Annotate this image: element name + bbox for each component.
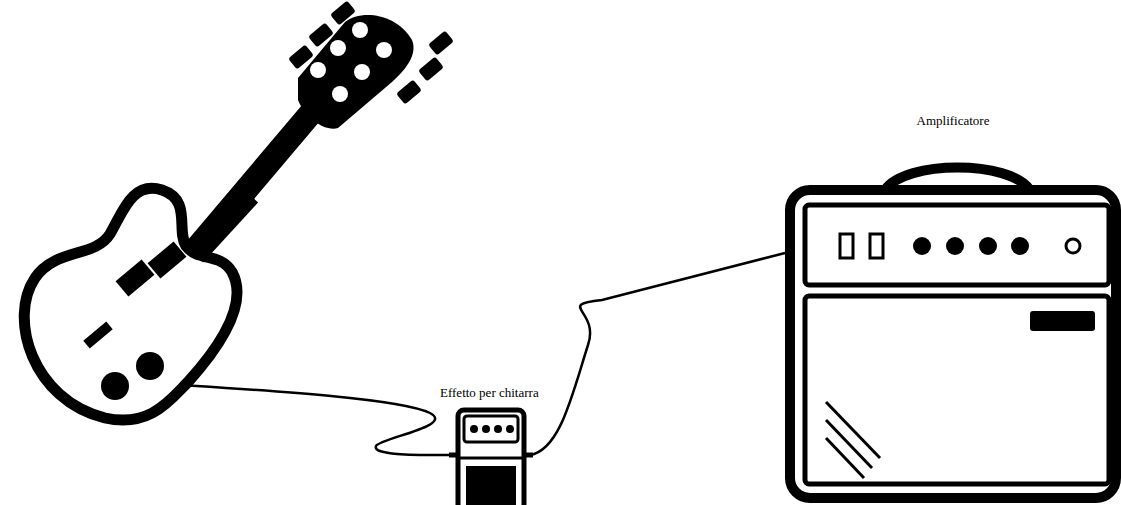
node-label: Amplificatore [785,113,1121,129]
node-label: Effetto per chitarra [440,385,530,401]
guitar-cable [180,385,455,455]
pedal-illustration [449,410,533,505]
amplifier: Amplificatore [785,110,1121,505]
effect-pedal: Effetto per chitarra [440,383,530,505]
amplifier-illustration [790,168,1116,499]
cable-connector [530,253,785,455]
guitar-illustration [24,1,454,421]
